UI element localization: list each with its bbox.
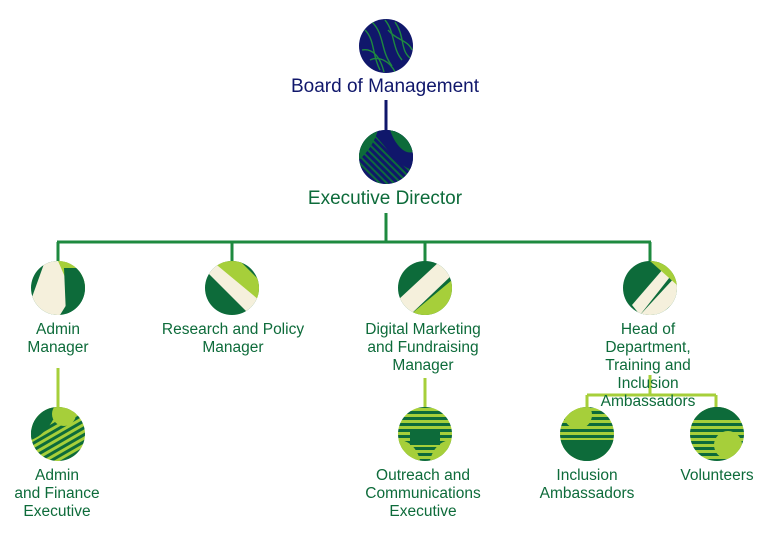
admin-manager-label: Admin Manager xyxy=(27,321,89,356)
head-dept-icon xyxy=(623,261,677,315)
admin-finance-icon xyxy=(31,407,85,461)
board-label: Board of Management xyxy=(290,76,480,97)
executive-director-label: Executive Director xyxy=(307,188,463,209)
volunteers-label: Volunteers xyxy=(680,467,754,484)
outreach-icon xyxy=(398,407,452,461)
digital-manager-label: Digital Marketing and Fundraising Manage… xyxy=(365,321,481,374)
volunteers-icon xyxy=(690,407,744,461)
digital-manager-icon xyxy=(398,261,452,315)
head-department-label: Head of Department, Training and Inclusi… xyxy=(600,321,696,410)
navy-green-stripe-icon xyxy=(359,130,413,184)
research-manager-icon xyxy=(205,261,259,315)
admin-finance-executive-label: Admin and Finance Executive xyxy=(14,467,100,520)
admin-manager-icon xyxy=(31,261,85,315)
connector-lines xyxy=(56,100,718,408)
research-manager-label: Research and Policy Manager xyxy=(161,321,305,356)
navy-leaf-pattern-icon xyxy=(359,19,413,73)
inclusion-ambassadors-label: Inclusion Ambassadors xyxy=(539,467,635,502)
outreach-executive-label: Outreach and Communications Executive xyxy=(365,467,481,520)
